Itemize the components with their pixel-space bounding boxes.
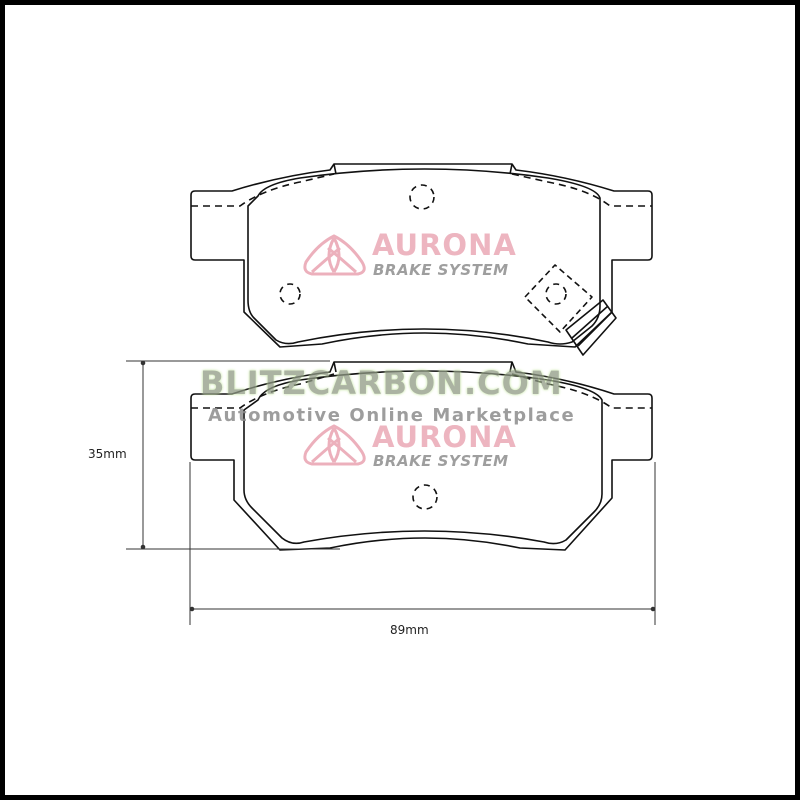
brand-watermark-subtitle: BRAKE SYSTEM [373,261,509,279]
dimension-lines [126,360,656,625]
aurona-logo-icon-2 [303,424,366,466]
top-pad-hole-left [279,283,301,305]
height-dimension-label: 35mm [88,447,127,461]
brand-watermark-name-2: AURONA [372,420,517,454]
bottom-pad-hole [412,484,438,510]
wear-sensor-clip [565,299,617,356]
brand-watermark-subtitle-2: BRAKE SYSTEM [373,452,509,470]
width-dimension-label: 89mm [390,623,429,637]
top-pad-view [190,163,653,356]
bottom-pad-backing-plate [190,361,653,551]
top-pad-friction-material [247,168,601,345]
site-watermark-tagline: Automotive Online Marketplace [208,405,576,426]
bottom-pad-view [190,361,653,551]
aurona-logo-icon [303,234,366,276]
wear-sensor-outline [524,264,593,333]
top-pad-hole-top [409,184,435,210]
brand-watermark-name: AURONA [372,228,517,262]
top-pad-hole-right [545,283,567,305]
site-watermark-name: BLITZCARBON.COM [200,364,563,402]
bottom-pad-friction-material [243,370,603,545]
top-pad-backing-plate [190,163,653,348]
